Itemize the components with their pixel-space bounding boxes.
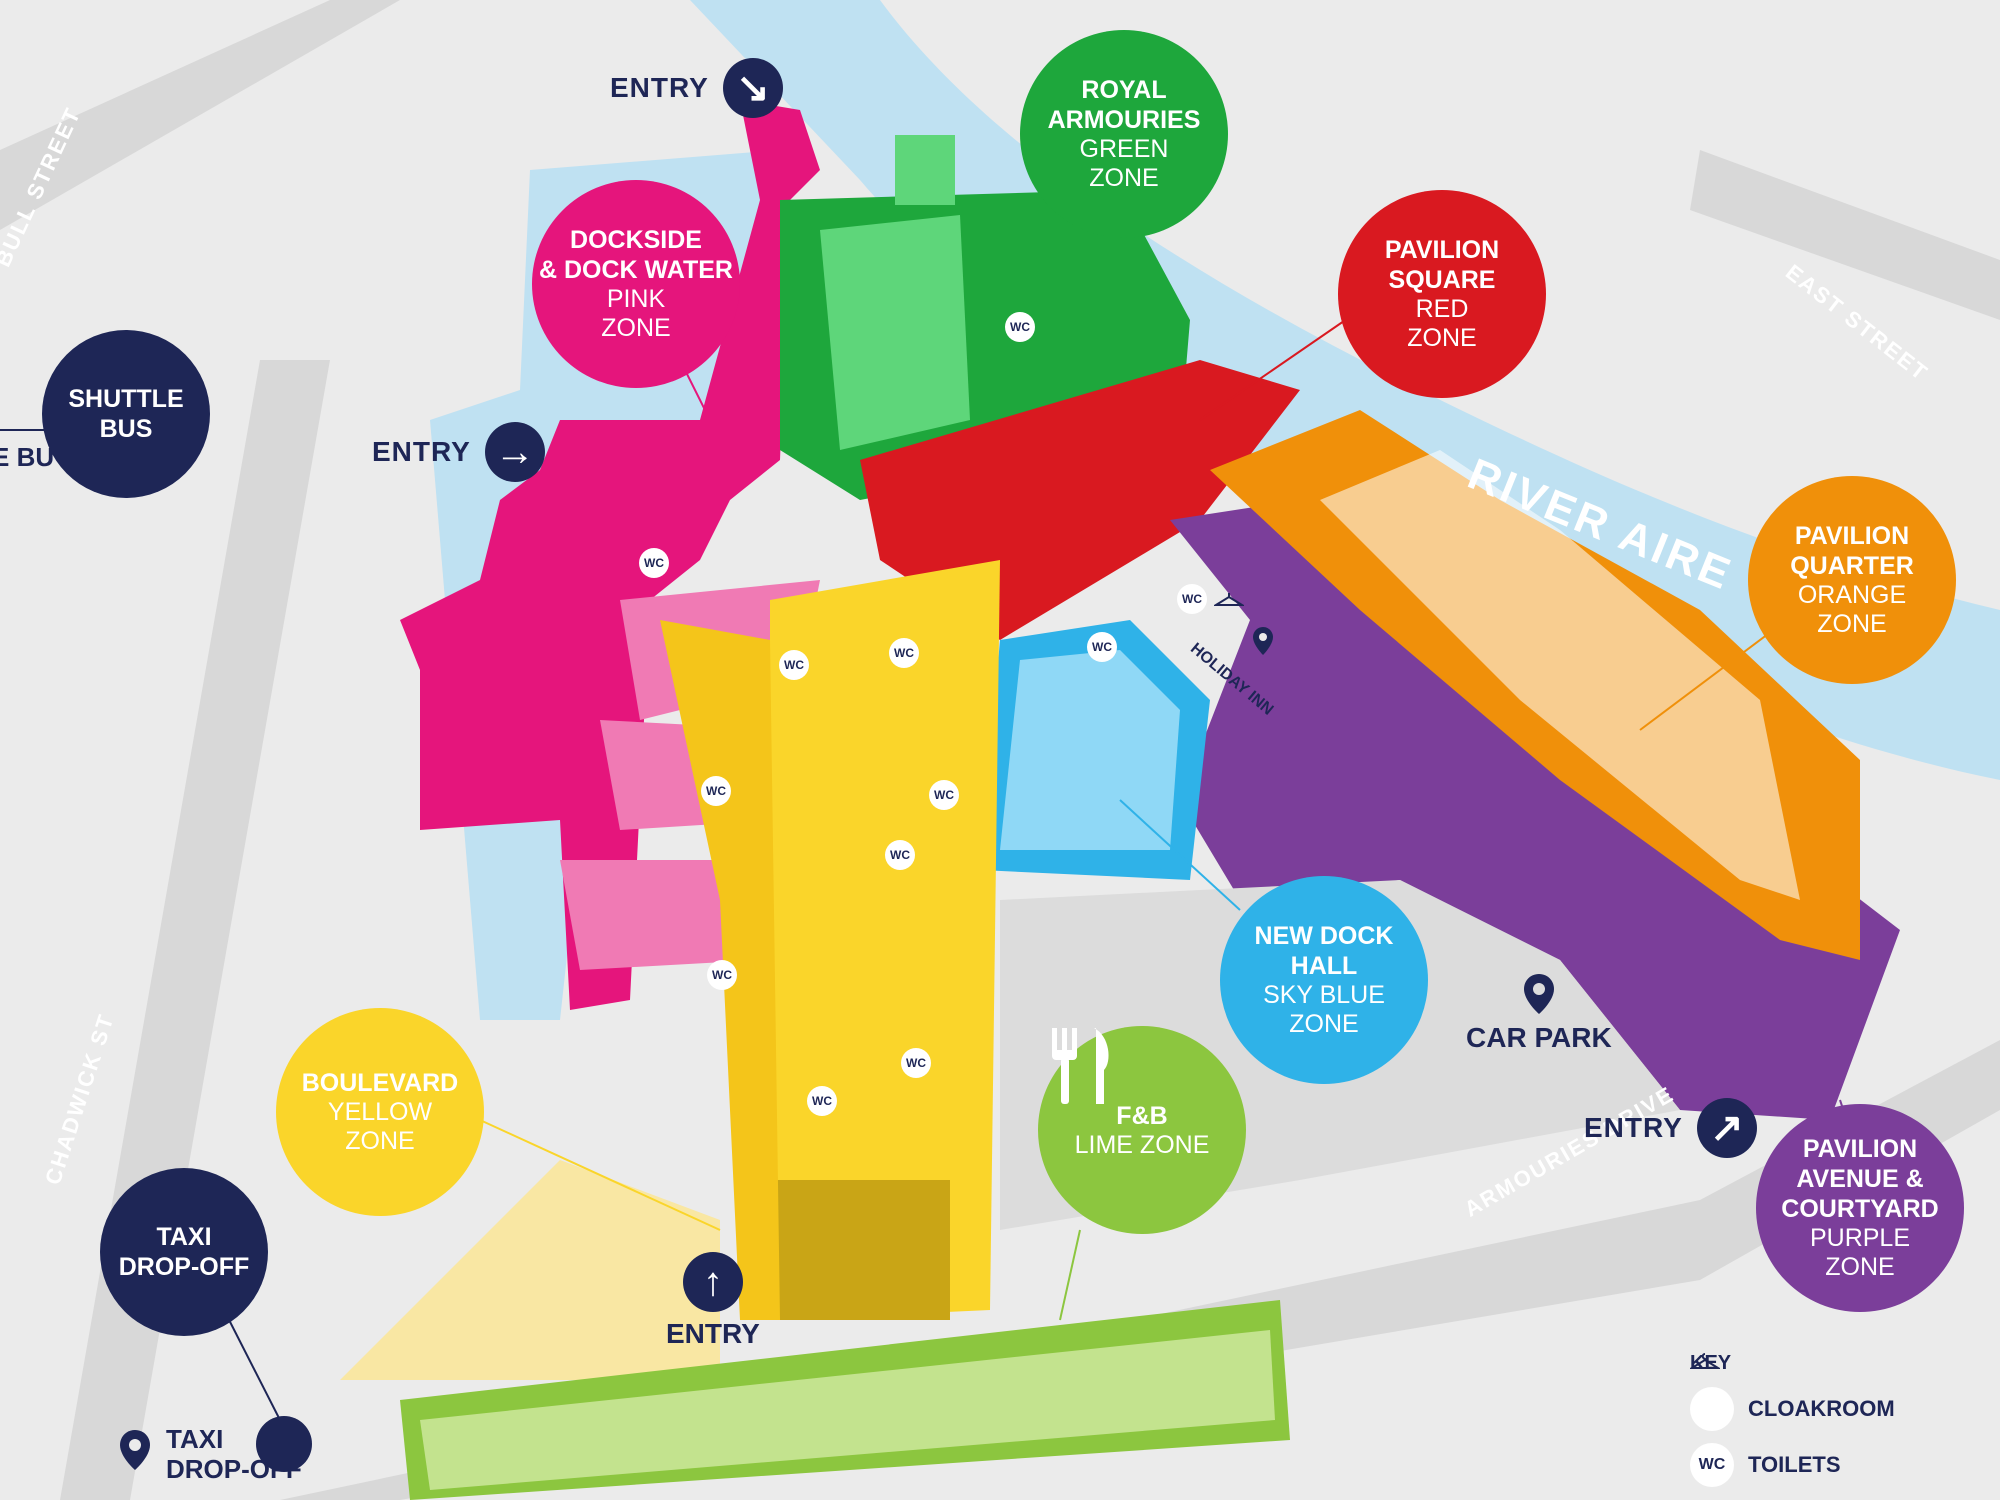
zone-green-line2: ARMOURIES	[1047, 106, 1201, 134]
zone-green-line1: ROYAL	[1081, 76, 1167, 104]
shuttle-bus-bubble[interactable]: SHUTTLE BUS	[42, 330, 210, 498]
entry-right-label: ENTRY	[1584, 1112, 1683, 1143]
taxi-dropoff-line1: TAXI	[156, 1223, 212, 1251]
zone-red-line1: PAVILION	[1384, 236, 1500, 264]
toilet-marker: WC	[807, 1086, 837, 1116]
toilet-marker: WC	[1177, 584, 1207, 614]
entry-left-label: ENTRY	[372, 436, 471, 467]
toilet-marker: WC	[889, 638, 919, 668]
taxi-pin-label: TAXI DROP-OFF	[166, 1424, 302, 1484]
entry-top-label: ENTRY	[610, 72, 709, 103]
zone-purple-line1: PAVILION	[1802, 1135, 1918, 1163]
zone-pink-line3: PINK	[606, 285, 666, 313]
toilet-marker: WC	[707, 960, 737, 990]
toilet-marker: WC	[885, 840, 915, 870]
taxi-circle-marker	[256, 1416, 312, 1472]
toilet-marker: WC	[929, 780, 959, 810]
shuttle-bus-line1: SHUTTLE	[68, 385, 184, 413]
zone-orange-line2: QUARTER	[1790, 552, 1914, 580]
road-armouries-drive	[280, 1040, 2000, 1500]
zone-green-line4: ZONE	[1089, 164, 1159, 192]
key-toilets-label: TOILETS	[1748, 1452, 1841, 1477]
zone-lime-line2: LIME ZONE	[1074, 1130, 1210, 1159]
entry-bottom[interactable]: ↑ ENTRY	[666, 1252, 760, 1350]
entry-arrow-icon: ↗	[1696, 1098, 1757, 1158]
yellow-zone-area	[770, 560, 1000, 1320]
zone-pink-line2: & DOCK WATER	[539, 256, 733, 284]
zone-yellow-line3: ZONE	[345, 1127, 415, 1155]
zone-green-line3: GREEN	[1079, 135, 1169, 163]
road-bull-street	[0, 0, 400, 230]
zone-skyblue[interactable]: NEW DOCK HALL SKY BLUE ZONE	[1220, 876, 1428, 1084]
zone-green[interactable]: ROYAL ARMOURIES GREEN ZONE	[1020, 30, 1228, 238]
key-row-toilets: WC TOILETS	[1690, 1443, 1895, 1487]
key-row-cloakroom: CLOAKROOM	[1690, 1353, 1895, 1431]
zone-purple-line3: COURTYARD	[1781, 1195, 1939, 1223]
taxi-dropoff-line2: DROP-OFF	[118, 1253, 250, 1281]
fork-knife-icon	[1052, 1028, 1109, 1104]
zone-pink[interactable]: DOCKSIDE & DOCK WATER PINK ZONE	[532, 180, 740, 388]
toilet-marker: WC	[1005, 312, 1035, 342]
taxi-pin-line1: TAXI	[166, 1424, 224, 1454]
shuttle-bus-line2: BUS	[99, 415, 153, 443]
zone-skyblue-line2: HALL	[1290, 952, 1358, 980]
zone-orange-line4: ZONE	[1817, 610, 1887, 638]
zone-orange-line1: PAVILION	[1794, 522, 1910, 550]
zone-red-line2: SQUARE	[1388, 266, 1496, 294]
zone-pink-line4: ZONE	[601, 314, 671, 342]
zone-yellow[interactable]: BOULEVARD YELLOW ZONE	[276, 1008, 484, 1216]
key-cloakroom-label: CLOAKROOM	[1748, 1396, 1895, 1421]
zone-skyblue-line4: ZONE	[1289, 1010, 1359, 1038]
toilet-marker: WC	[1087, 632, 1117, 662]
holiday-inn-pin-icon	[1253, 627, 1273, 655]
zone-red-line4: ZONE	[1407, 324, 1477, 352]
zone-purple-line4: PURPLE	[1809, 1224, 1911, 1252]
zone-skyblue-line1: NEW DOCK	[1254, 922, 1394, 950]
key-title: KEY	[1690, 1352, 1732, 1374]
taxi-dropoff-bubble[interactable]: TAXI DROP-OFF	[100, 1168, 268, 1336]
entry-left[interactable]: ENTRY →	[372, 422, 545, 482]
entry-right[interactable]: ENTRY ↗	[1584, 1098, 1757, 1158]
zone-pink-line1: DOCKSIDE	[570, 226, 702, 254]
zone-lime-line1: F&B	[1116, 1101, 1168, 1130]
entry-top[interactable]: ENTRY ↘	[610, 58, 783, 118]
zone-purple-line5: ZONE	[1825, 1253, 1895, 1281]
toilets-icon: WC	[1690, 1443, 1734, 1487]
holiday-inn-cloakroom-icon	[1214, 593, 1244, 606]
entry-arrow-icon: →	[484, 422, 545, 482]
entry-arrow-icon: ↘	[722, 58, 783, 118]
entry-arrow-icon: ↑	[682, 1252, 743, 1312]
zone-yellow-line2: YELLOW	[327, 1098, 433, 1126]
taxi-pin-icon	[120, 1430, 150, 1470]
toilet-marker: WC	[639, 548, 669, 578]
zone-red-line3: RED	[1415, 295, 1469, 323]
zone-orange[interactable]: PAVILION QUARTER ORANGE ZONE	[1748, 476, 1956, 684]
zone-red[interactable]: PAVILION SQUARE RED ZONE	[1338, 190, 1546, 398]
zone-yellow-line1: BOULEVARD	[301, 1069, 459, 1097]
road-east-street	[1690, 150, 2000, 320]
car-park-pin-icon	[1524, 974, 1554, 1014]
car-park-label: CAR PARK	[1466, 1022, 1612, 1053]
toilet-marker: WC	[779, 650, 809, 680]
cloakroom-icon	[1690, 1353, 1734, 1431]
toilet-marker: WC	[701, 776, 731, 806]
toilet-marker: WC	[901, 1048, 931, 1078]
entry-bottom-label: ENTRY	[666, 1318, 760, 1349]
zone-lime[interactable]: F&B LIME ZONE	[1038, 1026, 1246, 1234]
map-key: KEY CLOAKROOM WC TOILETS	[1690, 1352, 1895, 1487]
zone-orange-line3: ORANGE	[1797, 581, 1907, 609]
taxi-pin-line2: DROP-OFF	[166, 1454, 302, 1484]
zone-purple-line2: AVENUE &	[1796, 1165, 1924, 1193]
pink-zone-area	[400, 100, 820, 1010]
shuttle-bus-edge-label: E BU	[0, 442, 55, 472]
zone-purple[interactable]: PAVILION AVENUE & COURTYARD PURPLE ZONE	[1756, 1104, 1964, 1312]
purple-zone-area	[1170, 500, 1900, 1120]
zone-skyblue-line3: SKY BLUE	[1263, 981, 1385, 1009]
